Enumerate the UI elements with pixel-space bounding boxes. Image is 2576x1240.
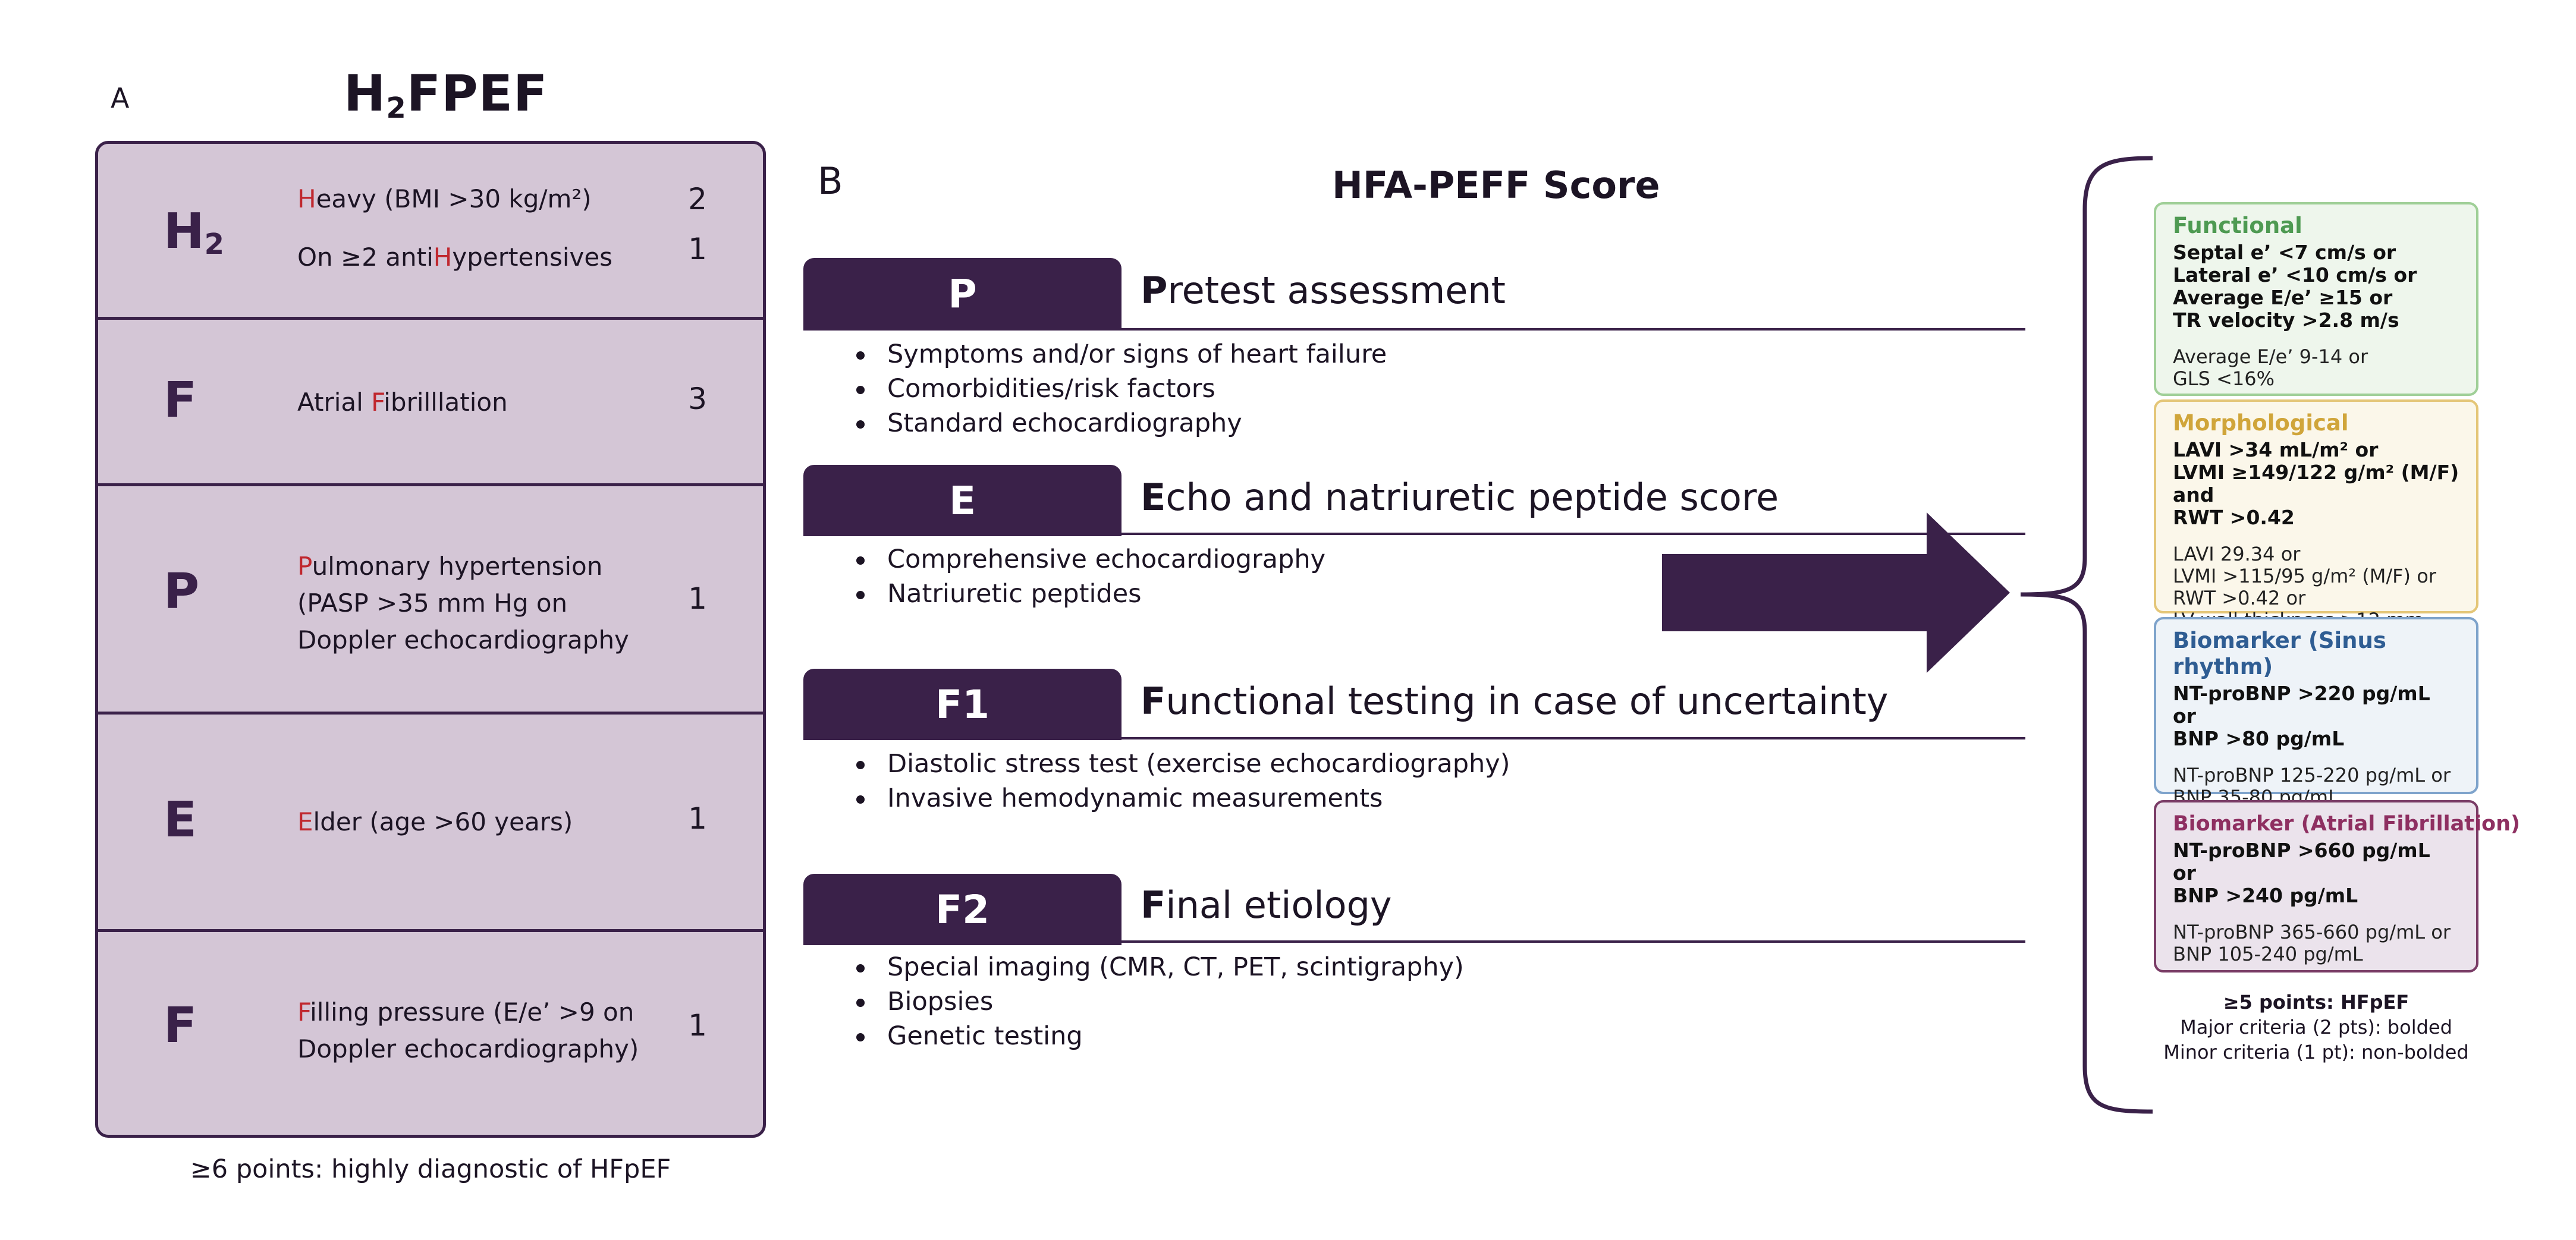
step-tab-f2: F2 — [803, 874, 1121, 945]
row-letter: H2 — [164, 203, 225, 261]
points-hypertensives: 1 — [688, 232, 707, 266]
domain-box-biomarker-sinus: Biomarker (Sinus rhythm) NT-proBNP >220 … — [2154, 617, 2478, 808]
row-letter: F — [164, 372, 197, 429]
step-divider — [803, 940, 2025, 943]
h2fpef-criteria-table: H2 Heavy (BMI >30 kg/m²) 2 On ≥2 antiHyp… — [95, 141, 766, 1138]
title-h: H — [344, 64, 387, 122]
list-item: Standard echocardiography — [856, 406, 1387, 440]
points-atrial-fibrillation: 3 — [688, 382, 707, 416]
step-tab-p: P — [803, 258, 1121, 329]
row-letter: F — [164, 997, 197, 1054]
step-tab-f1: F1 — [803, 669, 1121, 740]
right-arrow-icon — [1662, 512, 2010, 673]
hfa-peff-score-note: ≥5 points: HFpEF Major criteria (2 pts):… — [2163, 991, 2469, 1063]
list-item: Diastolic stress test (exercise echocard… — [856, 747, 1510, 781]
step-bullets-functional-testing: Diastolic stress test (exercise echocard… — [856, 747, 1510, 816]
step-title-pretest: Pretest assessment — [1141, 269, 1506, 312]
list-item: Genetic testing — [856, 1019, 1464, 1053]
list-item: Comorbidities/risk factors — [856, 372, 1387, 406]
criteria-row-h2: H2 Heavy (BMI >30 kg/m²) 2 On ≥2 antiHyp… — [98, 144, 763, 320]
list-item: Comprehensive echocardiography — [856, 542, 1325, 577]
points-filling-pressure: 1 — [688, 1008, 707, 1043]
row-letter: E — [164, 792, 197, 848]
h2fpef-footer-note: ≥6 points: highly diagnostic of HFpEF — [190, 1154, 671, 1184]
h2fpef-title: H2FPEF — [344, 64, 548, 125]
domain-title: Biomarker (Atrial Fibrillation) — [2173, 812, 2520, 836]
step-bullets-echo: Comprehensive echocardiography Natriuret… — [856, 542, 1325, 611]
step-divider — [803, 737, 2025, 739]
domain-title: Functional — [2173, 213, 2302, 238]
list-item: Natriuretic peptides — [856, 577, 1325, 611]
hfa-peff-title: HFA-PEFF Score — [1332, 163, 1660, 207]
step-bullets-pretest: Symptoms and/or signs of heart failure C… — [856, 337, 1387, 440]
step-divider — [803, 533, 2025, 535]
step-bullets-final-etiology: Special imaging (CMR, CT, PET, scintigra… — [856, 950, 1464, 1053]
criteria-row-p: P Pulmonary hypertension (PASP >35 mm Hg… — [98, 486, 763, 715]
row-letter: P — [164, 564, 200, 620]
step-divider — [803, 328, 2025, 331]
criterion-pulmonary-hypertension: Pulmonary hypertension (PASP >35 mm Hg o… — [297, 552, 629, 654]
domain-title: Morphological — [2173, 410, 2349, 436]
criteria-row-f-filling: F Filling pressure (E/e’ >9 on Doppler e… — [98, 932, 763, 1135]
list-item: Symptoms and/or signs of heart failure — [856, 337, 1387, 372]
panel-b-label: B — [818, 159, 843, 203]
criteria-row-f-atrial: F Atrial Fibrilllation 3 — [98, 320, 763, 486]
list-item: Biopsies — [856, 984, 1464, 1019]
criteria-row-e: E Elder (age >60 years) 1 — [98, 715, 763, 932]
title-subscript: 2 — [386, 92, 407, 125]
criterion-atrial-fibrillation: Atrial Fibrilllation — [297, 388, 508, 417]
step-title-echo: Echo and natriuretic peptide score — [1141, 476, 1779, 519]
title-rest: FPEF — [406, 64, 548, 122]
list-item: Special imaging (CMR, CT, PET, scintigra… — [856, 950, 1464, 984]
criterion-heavy: Heavy (BMI >30 kg/m²) — [297, 184, 592, 213]
points-heavy: 2 — [688, 182, 707, 216]
step-title-final-etiology: Final etiology — [1141, 883, 1392, 927]
criterion-elder: Elder (age >60 years) — [297, 807, 573, 836]
domain-box-biomarker-af: Biomarker (Atrial Fibrillation) NT-proBN… — [2154, 800, 2520, 973]
step-tab-e: E — [803, 465, 1121, 536]
domain-title: Biomarker (Sinus rhythm) — [2173, 628, 2386, 679]
criterion-hypertensives: On ≥2 antiHypertensives — [297, 243, 613, 272]
criterion-filling-pressure: Filling pressure (E/e’ >9 on Doppler ech… — [297, 997, 639, 1063]
panel-a-label: A — [111, 82, 130, 114]
list-item: Invasive hemodynamic measurements — [856, 781, 1510, 816]
step-title-functional-testing: Functional testing in case of uncertaint… — [1141, 679, 1889, 723]
points-pulmonary-hypertension: 1 — [688, 581, 707, 616]
points-elder: 1 — [688, 801, 707, 836]
curly-bracket-icon — [2020, 156, 2153, 1114]
